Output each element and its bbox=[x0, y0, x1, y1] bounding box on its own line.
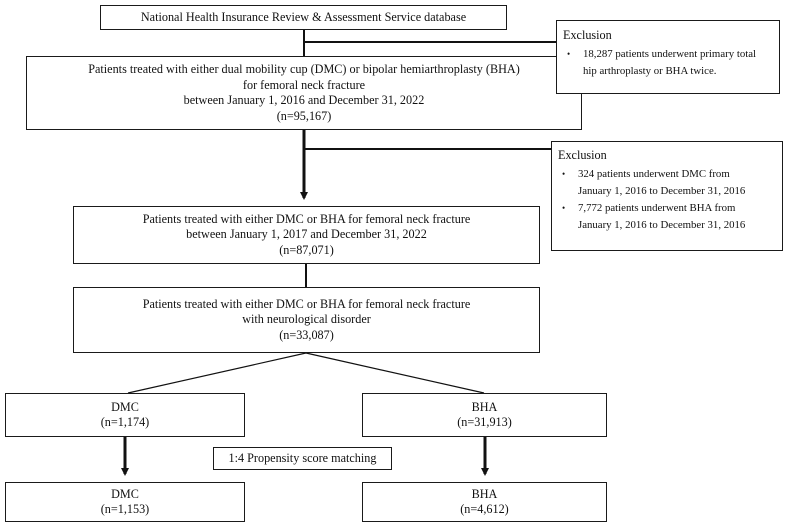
exclusion-item: • 324 patients underwent DMC from Januar… bbox=[558, 166, 776, 200]
database-box-line: National Health Insurance Review & Asses… bbox=[140, 9, 467, 24]
exclusion-item-line: 324 patients underwent DMC from bbox=[578, 168, 730, 180]
bha-unmatched-count: (n=31,913) bbox=[457, 415, 512, 429]
exclusion-item: • 7,772 patients underwent BHA from Janu… bbox=[558, 200, 776, 234]
neurological-disorder-line: with neurological disorder bbox=[242, 312, 371, 327]
exclusion-list: • 18,287 patients underwent primary tota… bbox=[563, 46, 773, 80]
exclusion-list: • 324 patients underwent DMC from Januar… bbox=[558, 166, 776, 234]
dmc-matched-count: (n=1,153) bbox=[100, 502, 150, 516]
exclusion-box-1: Exclusion • 18,287 patients underwent pr… bbox=[556, 20, 780, 94]
study-period-box: Patients treated with either DMC or BHA … bbox=[73, 206, 540, 264]
propensity-matching-label: 1:4 Propensity score matching bbox=[228, 450, 377, 465]
exclusion-box-2: Exclusion • 324 patients underwent DMC f… bbox=[551, 141, 783, 251]
bha-matched-box: BHA (n=4,612) bbox=[362, 482, 607, 522]
initial-cohort-line: for femoral neck fracture bbox=[242, 77, 366, 92]
dmc-unmatched-box: DMC (n=1,174) bbox=[5, 393, 245, 437]
exclusion-title: Exclusion bbox=[558, 148, 607, 162]
bha-matched-label: BHA bbox=[471, 486, 498, 501]
bha-unmatched-label: BHA bbox=[471, 399, 498, 414]
bullet-icon: • bbox=[562, 203, 566, 213]
initial-cohort-line: Patients treated with either dual mobili… bbox=[88, 62, 520, 76]
dmc-unmatched-count: (n=1,174) bbox=[100, 415, 150, 429]
exclusion-item: • 18,287 patients underwent primary tota… bbox=[563, 46, 773, 80]
bha-matched-count: (n=4,612) bbox=[460, 502, 509, 516]
dmc-unmatched-label: DMC bbox=[111, 399, 139, 414]
connector-split-right bbox=[305, 352, 485, 394]
exclusion-item-line: 18,287 patients underwent primary total bbox=[583, 48, 757, 60]
exclusion-item-line: January 1, 2016 to December 31, 2016 bbox=[578, 185, 746, 197]
propensity-matching-box: 1:4 Propensity score matching bbox=[213, 447, 392, 470]
bullet-icon: • bbox=[562, 169, 566, 179]
neurological-disorder-count: (n=33,087) bbox=[279, 327, 334, 342]
study-period-line: between January 1, 2017 and December 31,… bbox=[186, 227, 427, 242]
dmc-matched-label: DMC bbox=[111, 486, 139, 501]
bullet-icon: • bbox=[567, 49, 571, 59]
database-box: National Health Insurance Review & Asses… bbox=[100, 5, 507, 30]
initial-cohort-line: between January 1, 2016 and December 31,… bbox=[183, 93, 425, 107]
neurological-disorder-line: Patients treated with either DMC or BHA … bbox=[142, 296, 471, 311]
study-period-count: (n=87,071) bbox=[279, 242, 334, 257]
study-period-line: Patients treated with either DMC or BHA … bbox=[142, 211, 471, 226]
initial-cohort-count: (n=95,167) bbox=[276, 108, 332, 123]
dmc-matched-box: DMC (n=1,153) bbox=[5, 482, 245, 522]
exclusion-item-line: hip arthroplasty or BHA twice. bbox=[583, 65, 717, 77]
neurological-disorder-box: Patients treated with either DMC or BHA … bbox=[73, 287, 540, 353]
bha-unmatched-box: BHA (n=31,913) bbox=[362, 393, 607, 437]
exclusion-item-line: 7,772 patients underwent BHA from bbox=[578, 202, 736, 214]
connector-split-left bbox=[127, 352, 307, 394]
exclusion-item-line: January 1, 2016 to December 31, 2016 bbox=[578, 219, 746, 231]
exclusion-title: Exclusion bbox=[563, 28, 612, 42]
initial-cohort-box: Patients treated with either dual mobili… bbox=[26, 56, 582, 130]
